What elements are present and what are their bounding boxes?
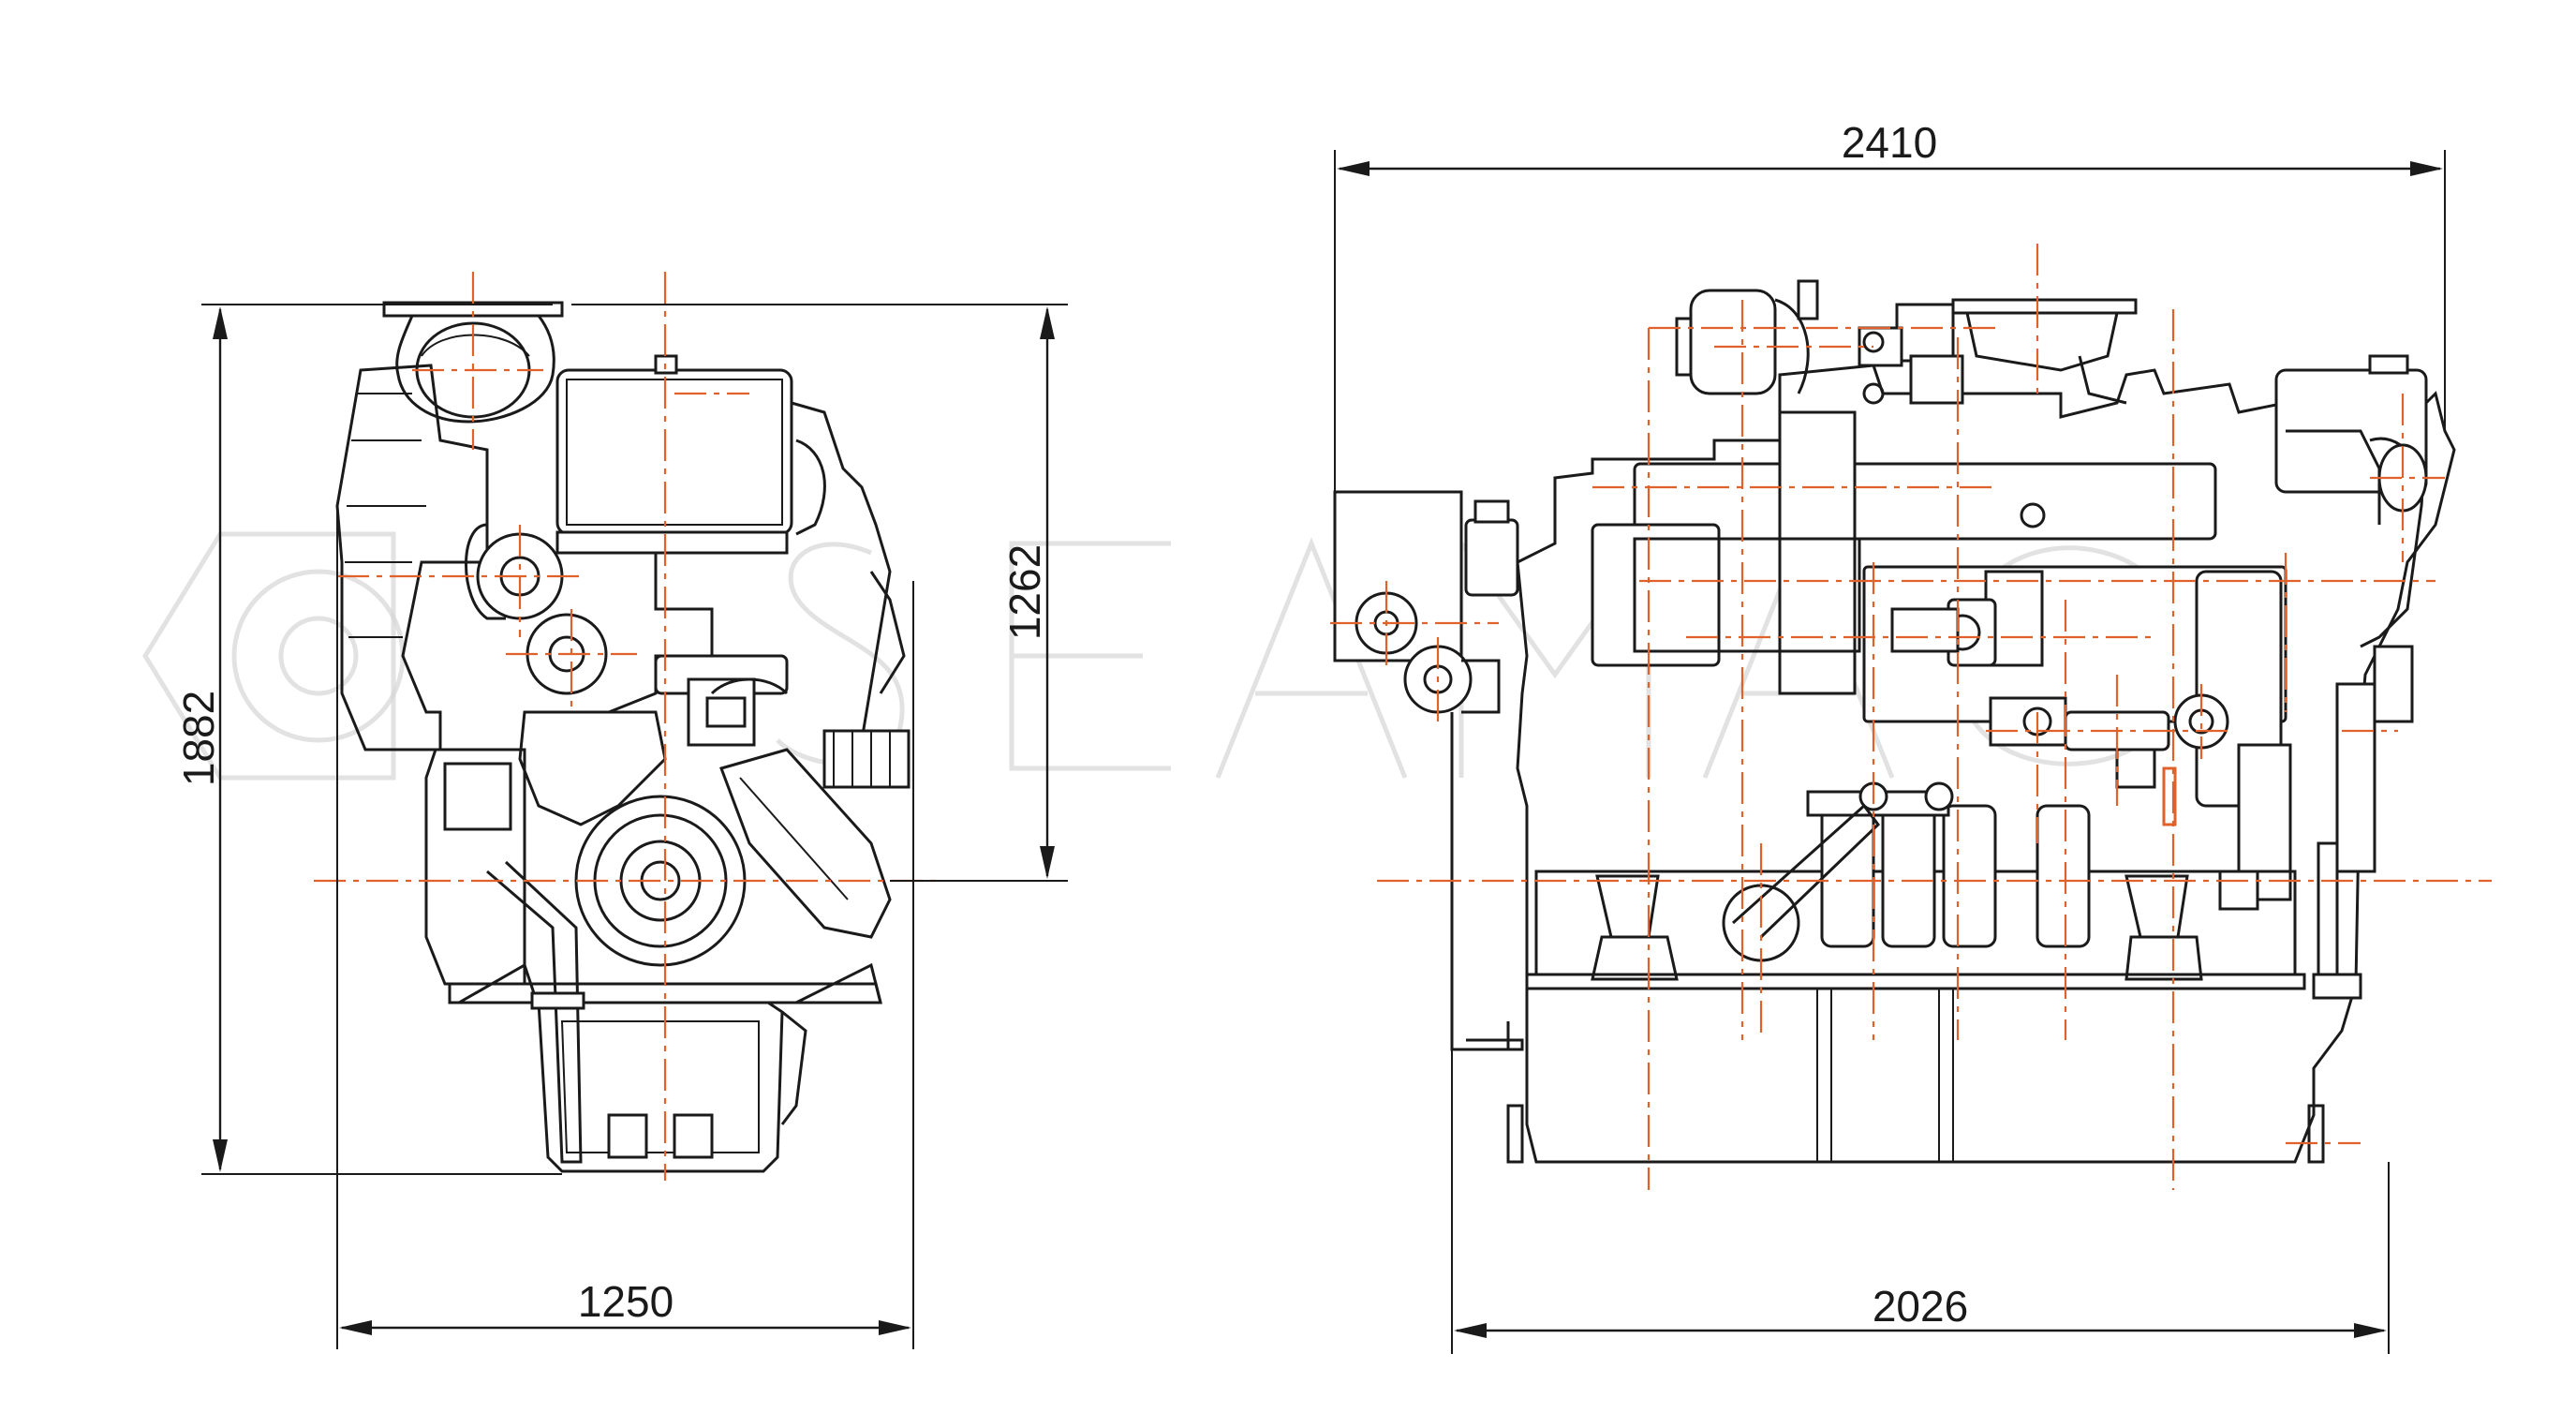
dim-front-height-label: 1882 (174, 691, 223, 786)
side-view (1333, 279, 2456, 1164)
side-centerlines (1330, 244, 2492, 1190)
front-view (335, 301, 910, 1173)
dim-front-width-label: 1250 (578, 1277, 674, 1326)
dim-side-base-length-label: 2026 (1873, 1282, 1968, 1331)
dim-side-overall-length-label: 2410 (1842, 118, 1937, 167)
front-centerlines (314, 272, 937, 1181)
front-dimensions (201, 304, 1068, 1349)
side-dimensions (1334, 150, 2446, 1354)
dim-front-partial-height-label: 1262 (1000, 544, 1049, 640)
